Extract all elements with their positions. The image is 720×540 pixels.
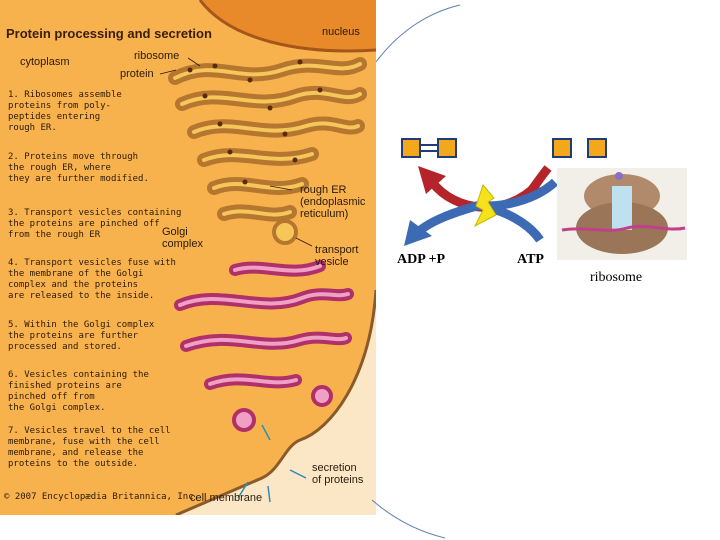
cell-illustration [159, 0, 376, 515]
label-ribosome: ribosome [134, 50, 180, 62]
nucleus-shape [200, 0, 376, 51]
credit-line: © 2007 Encyclopædia Britannica, Inc. [4, 492, 200, 502]
step-6: 6. Vesicles containing the finished prot… [8, 370, 149, 413]
label-cytoplasm: cytoplasm [20, 56, 70, 68]
blue-arrow-down [415, 200, 482, 236]
protein-secretion-figure: Protein processing and secretion nucleus… [0, 0, 376, 515]
cell-membrane-shape [175, 289, 376, 515]
label-rough-er: rough ER (endoplasmic reticulum) [300, 184, 366, 220]
label-protein: protein [120, 68, 154, 80]
label-secretion: secretion of proteins [312, 462, 364, 486]
atp-label: ATP [517, 252, 544, 267]
step-7: 7. Vesicles travel to the cell membrane,… [8, 426, 171, 469]
step-3: 3. Transport vesicles containing the pro… [8, 208, 182, 240]
extracellular-space [176, 290, 376, 515]
decorative-arc-top [375, 4, 461, 63]
label-cell-membrane: cell membrane [190, 492, 263, 504]
adp-label: ADP +P [397, 252, 446, 267]
figure-title: Protein processing and secretion [6, 26, 212, 41]
step-5: 5. Within the Golgi complex the proteins… [8, 320, 155, 352]
step-4: 4. Transport vesicles fuse with the memb… [8, 258, 176, 301]
ribosome-shape [561, 172, 686, 254]
adp-pair-icon [401, 138, 457, 158]
transport-vesicle-shape [272, 219, 298, 245]
decorative-arc-bottom [371, 499, 446, 539]
label-golgi-complex: Golgi complex [162, 226, 203, 250]
label-nucleus: nucleus [322, 26, 360, 38]
step-2: 2. Proteins move through the rough ER, w… [8, 152, 149, 184]
energy-bolt-icon [473, 183, 497, 228]
atp-pair-icon [552, 138, 607, 158]
label-transport-vesicle: transport vesicle [315, 244, 359, 268]
step-1: 1. Ribosomes assemble proteins from poly… [8, 90, 122, 133]
ribosome-image [557, 168, 687, 260]
ribosome-label: ribosome [590, 270, 643, 285]
